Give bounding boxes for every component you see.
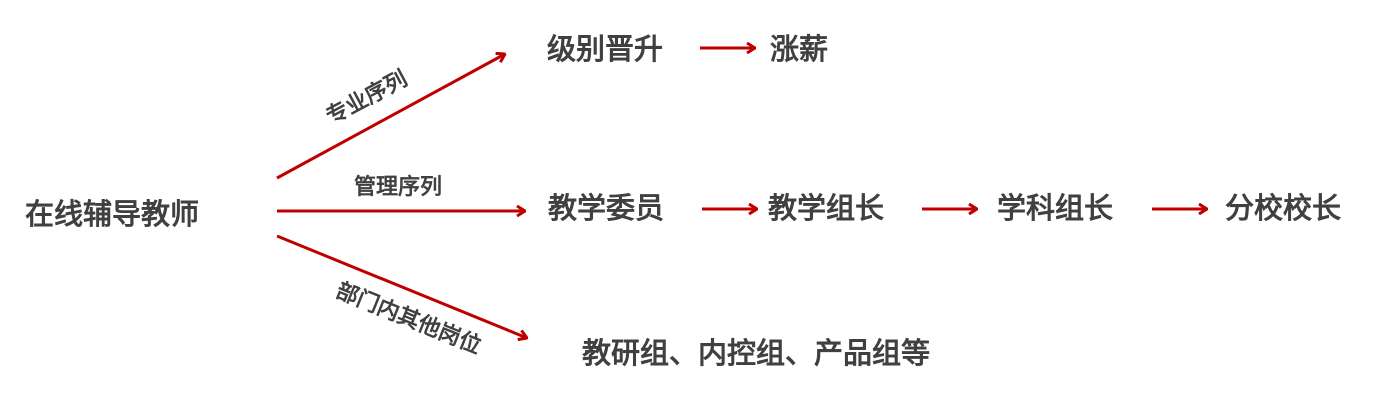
step-branch-principal: 分校校长 xyxy=(1225,191,1342,225)
step-raise: 涨薪 xyxy=(770,32,828,66)
root-node: 在线辅导教师 xyxy=(25,197,199,231)
step-teaching-committee: 教学委员 xyxy=(548,191,664,225)
step-level-promotion: 级别晋升 xyxy=(547,32,663,66)
arrow-professional xyxy=(276,54,505,180)
step-subject-leader: 学科组长 xyxy=(997,191,1114,225)
step-teaching-leader: 教学组长 xyxy=(768,191,885,225)
arrow-other xyxy=(276,234,527,338)
step-other-groups: 教研组、内控组、产品组等 xyxy=(582,336,930,370)
branch-label-professional: 专业序列 xyxy=(322,66,412,130)
branch-label-management: 管理序列 xyxy=(354,174,442,200)
